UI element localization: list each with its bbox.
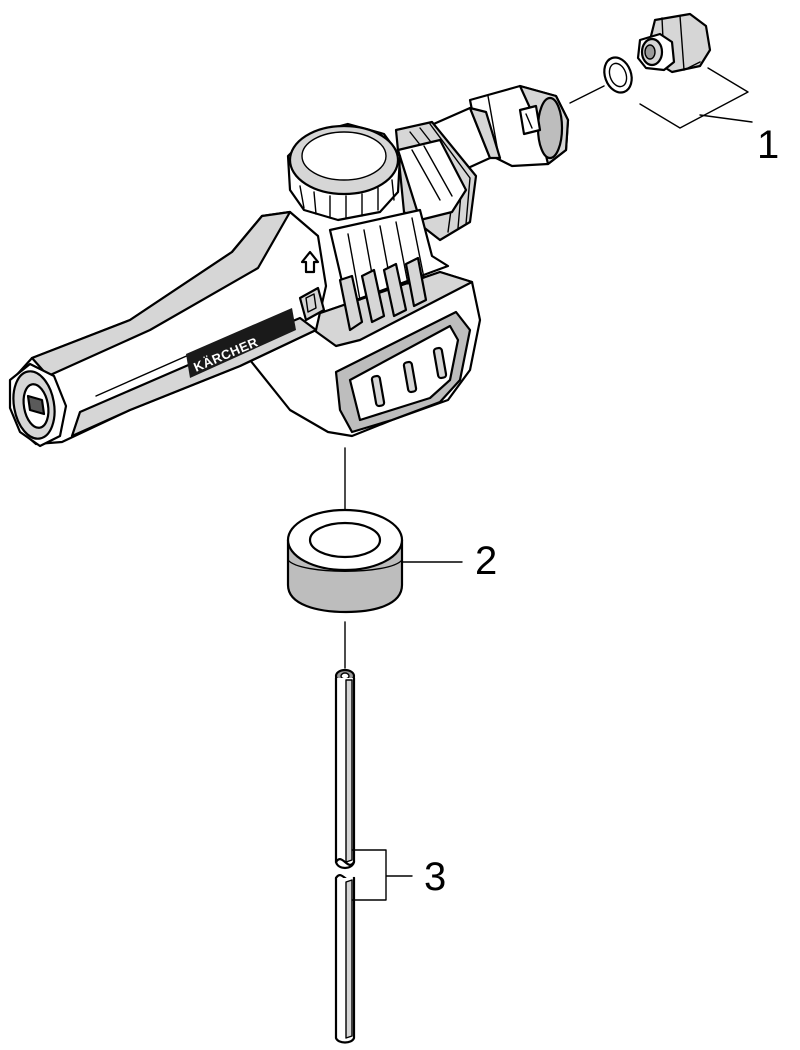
spray-nozzle: KÄRCHER	[8, 84, 570, 448]
callout-3-label: 3	[424, 855, 446, 899]
suction-hose	[334, 668, 356, 1044]
callout-1-label: 1	[757, 123, 779, 167]
callout-2-label: 2	[475, 539, 497, 583]
callout-3-bracket	[351, 849, 413, 901]
o-ring	[603, 56, 633, 94]
foam-cylinder	[286, 508, 404, 614]
connector-adapter	[636, 12, 712, 74]
callout-1-leader	[639, 61, 753, 129]
